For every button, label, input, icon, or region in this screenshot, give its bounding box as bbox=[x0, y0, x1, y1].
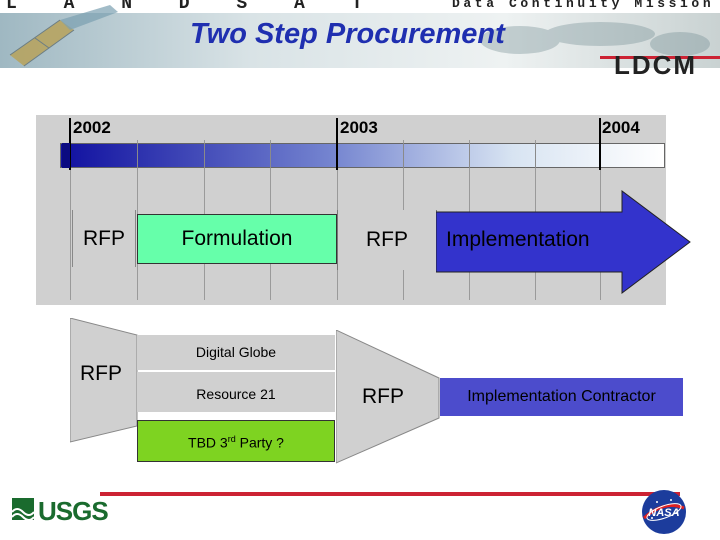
year-label-2004: 2004 bbox=[602, 118, 640, 137]
implementation-phase-label: Implementation bbox=[446, 228, 590, 251]
contractor-label: TBD 3rd Party ? bbox=[188, 434, 284, 451]
year-marker-2003 bbox=[336, 118, 338, 170]
timebar-divider bbox=[535, 143, 536, 168]
world-map-icon bbox=[480, 22, 710, 56]
satellite-icon bbox=[9, 5, 118, 67]
grid-line bbox=[70, 140, 71, 300]
year-marker-2004 bbox=[599, 118, 601, 170]
page-title: Two Step Procurement bbox=[190, 18, 505, 50]
year-label-2002: 2002 bbox=[73, 118, 111, 137]
usgs-logo: USGS bbox=[38, 496, 109, 526]
timebar-divider bbox=[137, 143, 138, 168]
header-banner: L A N D S A T Data Continuity Mission Tw… bbox=[0, 0, 720, 75]
footer-divider bbox=[100, 492, 680, 496]
contractor-label: Digital Globe bbox=[195, 344, 277, 360]
rfp-funnel-right bbox=[336, 330, 440, 464]
rfp-step-right: RFP bbox=[362, 385, 404, 408]
timeline-start-marker bbox=[62, 143, 70, 168]
timebar-divider bbox=[403, 143, 404, 168]
rfp-phase-2: RFP bbox=[337, 210, 437, 270]
contractor-label: Resource 21 bbox=[196, 386, 276, 402]
timeline-bar bbox=[60, 143, 665, 168]
timebar-divider bbox=[204, 143, 205, 168]
contractor-digital-globe: Digital Globe bbox=[137, 335, 335, 370]
year-label-2003: 2003 bbox=[340, 118, 378, 137]
landsat-brand: L A N D S A T bbox=[6, 0, 381, 14]
ldcm-logo: LDCM bbox=[614, 50, 698, 75]
rfp-step-left: RFP bbox=[80, 362, 122, 385]
formulation-phase: Formulation bbox=[137, 214, 337, 264]
year-marker-2002 bbox=[69, 118, 71, 170]
contractor-resource-21: Resource 21 bbox=[137, 372, 335, 412]
header-background bbox=[0, 0, 720, 75]
rfp-phase-1: RFP bbox=[72, 210, 136, 267]
usgs-wave-icon bbox=[12, 498, 34, 520]
timebar-divider bbox=[270, 143, 271, 168]
timebar-divider bbox=[469, 143, 470, 168]
contractor-tbd-third-party: TBD 3rd Party ? bbox=[137, 420, 335, 462]
mission-brand: Data Continuity Mission bbox=[452, 0, 715, 11]
implementation-contractor-box: Implementation Contractor bbox=[440, 378, 683, 416]
nasa-logo-icon: NASA bbox=[642, 490, 686, 534]
nasa-logo-text: NASA bbox=[648, 507, 679, 519]
implementation-arrow bbox=[436, 190, 691, 294]
